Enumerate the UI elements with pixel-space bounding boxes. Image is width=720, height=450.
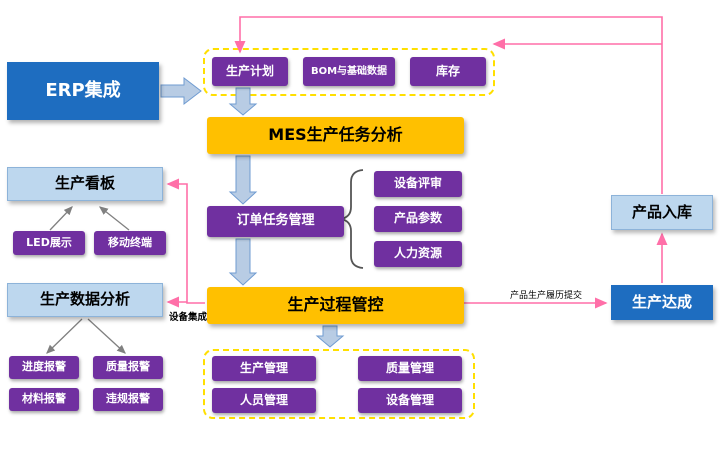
node-progress-alarm: 进度报警 [9,356,79,379]
block-arrow-order-to-process [228,238,258,286]
node-led-display: LED展示 [13,231,85,255]
node-equipment-management: 设备管理 [358,388,462,413]
edge-analysis-to-progress-alarm [46,318,83,354]
node-human-resources: 人力资源 [374,241,462,267]
node-product-parameters: 产品参数 [374,206,462,232]
edge-led-to-kanban [49,206,73,231]
edge-process-to-kanban [166,178,205,304]
node-production-achievement: 生产达成 [611,285,713,320]
node-inventory: 库存 [410,57,486,86]
edge-label-equipment-integration: 设备集成 [168,312,207,323]
node-production-management: 生产管理 [212,356,316,381]
node-violation-alarm: 违规报警 [93,388,163,411]
node-mes-task-analysis: MES生产任务分析 [207,117,464,154]
node-bom-basic-data: BOM与基础数据 [303,57,395,86]
node-production-process-control: 生产过程管控 [207,287,464,324]
block-arrow-process-to-modules [315,325,345,348]
block-arrow-erp-to-inputs [160,76,202,106]
brace-order-resources [340,169,364,269]
edge-label-history-submit: 产品生产履历提交 [509,291,582,301]
edge-warehousing-to-plan [234,16,663,194]
node-production-kanban: 生产看板 [7,167,163,201]
block-arrow-analysis-to-order [228,155,258,205]
management-modules-group [203,349,475,419]
node-personnel-management: 人员管理 [212,388,316,413]
node-equipment-review: 设备评审 [374,171,462,197]
node-quality-alarm: 质量报警 [93,356,163,379]
edge-mobile-to-kanban [98,206,130,231]
input-data-group [203,48,495,96]
node-production-data-analysis: 生产数据分析 [7,283,163,317]
node-product-warehousing: 产品入库 [611,195,713,230]
block-arrow-plan-to-analysis [228,87,258,116]
node-quality-management: 质量管理 [358,356,462,381]
node-material-alarm: 材料报警 [9,388,79,411]
node-order-task-management: 订单任务管理 [207,206,344,237]
node-mobile-terminal: 移动终端 [94,231,166,255]
node-erp-integration: ERP集成 [7,62,159,120]
node-production-plan: 生产计划 [212,57,288,86]
edge-analysis-to-quality-alarm [87,318,126,354]
